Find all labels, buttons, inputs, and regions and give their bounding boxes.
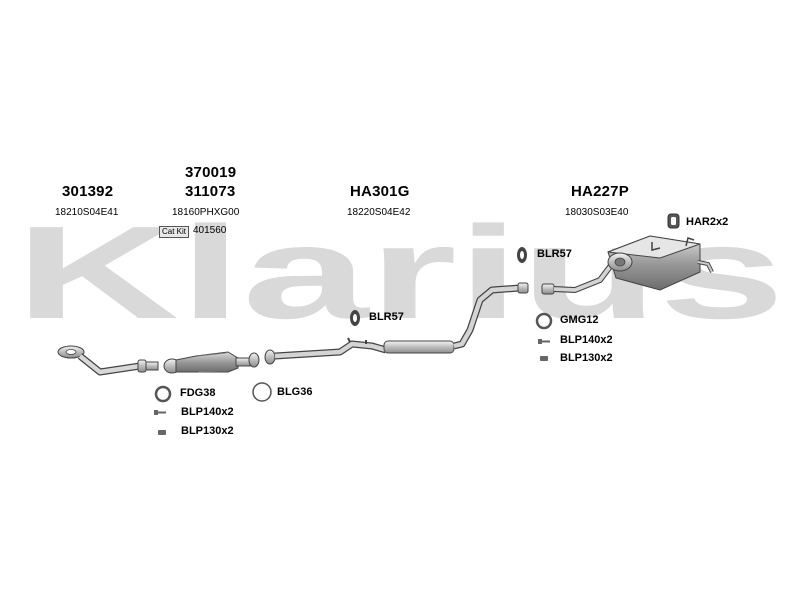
cat-kit-number: 401560 (193, 225, 227, 236)
part-number-370019: 370019 (185, 164, 237, 181)
oem-number-18220S04E42: 18220S04E42 (347, 207, 411, 218)
rear-silencer (541, 235, 714, 295)
middle-section (264, 282, 529, 365)
fitting-label-HAR2x2: HAR2x2 (686, 216, 729, 228)
fitting-label-BLP140x2-rear: BLP140x2 (560, 334, 613, 346)
catalytic-converter (163, 351, 260, 374)
gasket-ring-icon (535, 312, 553, 330)
fitting-label-BLP140x2-front: BLP140x2 (181, 406, 234, 418)
gasket-ring-icon (154, 385, 172, 403)
nut-icon (158, 430, 166, 435)
cat-kit-badge: Cat Kit (159, 226, 190, 238)
part-number-HA227P: HA227P (571, 183, 629, 200)
bolt-icon (538, 339, 550, 344)
gasket-ring-icon (252, 382, 272, 402)
part-number-HA301G: HA301G (350, 183, 410, 200)
part-number-311073: 311073 (185, 183, 236, 200)
nut-icon (540, 356, 548, 361)
rubber-ring-icon (350, 310, 360, 326)
front-pipe (57, 345, 159, 376)
part-number-301392: 301392 (62, 183, 114, 200)
fitting-label-BLR57-mid: BLR57 (369, 311, 404, 323)
fitting-label-BLG36: BLG36 (277, 386, 313, 398)
fitting-label-BLR57-rear: BLR57 (537, 248, 572, 260)
rubber-hanger-icon (667, 213, 680, 229)
bolt-icon (154, 410, 166, 415)
fitting-label-BLP130x2-front: BLP130x2 (181, 425, 234, 437)
oem-number-18210S04E41: 18210S04E41 (55, 207, 119, 218)
fitting-label-GMG12: GMG12 (560, 314, 599, 326)
fitting-label-BLP130x2-rear: BLP130x2 (560, 352, 613, 364)
oem-number-18160PHXG00: 18160PHXG00 (172, 207, 240, 218)
oem-number-18030S03E40: 18030S03E40 (565, 207, 629, 218)
rubber-ring-icon (517, 247, 527, 263)
fitting-label-FDG38: FDG38 (180, 387, 216, 399)
